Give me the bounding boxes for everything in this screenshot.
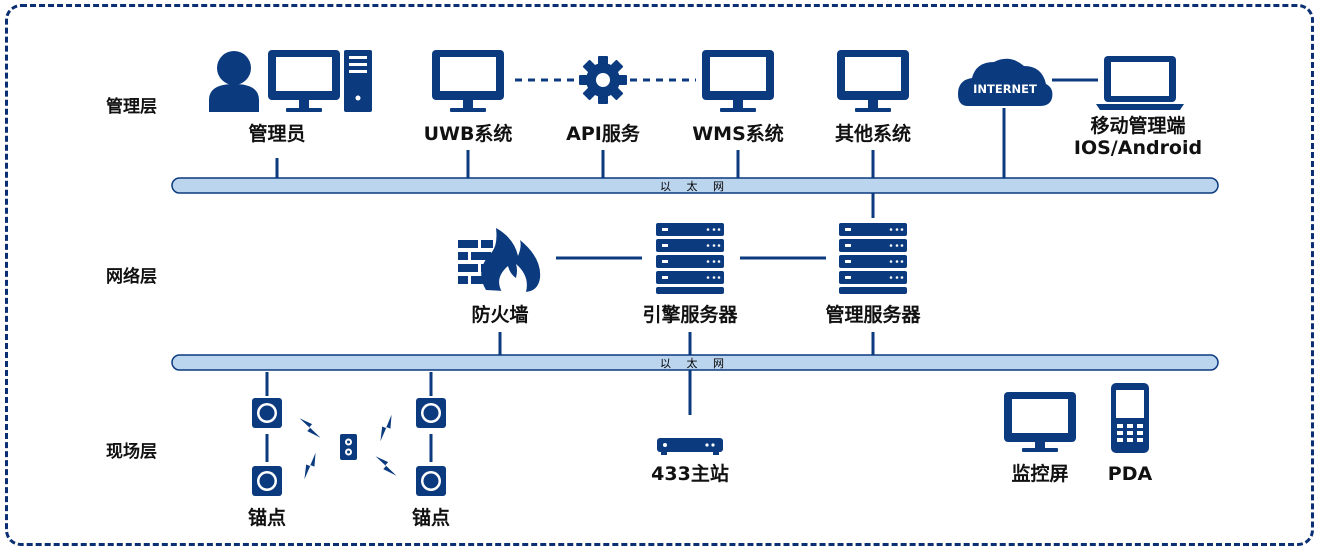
other-monitor-icon [837, 50, 909, 112]
pda-label: PDA [1108, 463, 1153, 485]
connectors [265, 78, 1098, 462]
pc-tower-icon [344, 50, 372, 112]
monitor-screen-icon [1004, 392, 1076, 452]
other-label: 其他系统 [835, 122, 911, 145]
ethernet-bus-top [171, 177, 1219, 194]
firewall-label: 防火墙 [471, 303, 528, 326]
lightning-icon [299, 418, 321, 438]
mgmt-server-icon [839, 223, 907, 294]
admin-label: 管理员 [248, 122, 305, 145]
anchor-left-label: 锚点 [248, 506, 286, 529]
ethernet-bus-top-label: 以 太 网 [660, 180, 730, 193]
desktop-monitor-icon [268, 50, 340, 112]
laptop-icon [1096, 56, 1184, 110]
master-station-label: 433主站 [651, 462, 729, 485]
ethernet-bus-bottom [171, 354, 1219, 371]
anchor-device-icon [252, 398, 282, 428]
anchor-device-icon [252, 466, 282, 496]
layer-label-field: 现场层 [106, 442, 157, 462]
lightning-icon [375, 456, 397, 476]
dashed-frame [5, 4, 1314, 546]
person-icon [209, 51, 259, 112]
engine-server-icon [656, 223, 724, 294]
router-icon [657, 438, 723, 455]
api-label: API服务 [566, 122, 641, 145]
lightning-icon [380, 414, 392, 442]
internet-label: INTERNET [973, 82, 1037, 96]
wms-label: WMS系统 [692, 122, 784, 145]
anchor-device-icon [416, 466, 446, 496]
tag-device-icon [340, 434, 357, 460]
mobile-label-line1: 移动管理端 [1090, 114, 1185, 137]
firewall-icon [458, 228, 541, 292]
anchor-right-label: 锚点 [412, 506, 450, 529]
cloud-icon: INTERNET [958, 58, 1053, 106]
uwb-monitor-icon [432, 50, 504, 112]
wms-monitor-icon [702, 50, 774, 112]
monitor-label: 监控屏 [1011, 462, 1068, 485]
anchor-device-icon [416, 398, 446, 428]
lightning-icon [304, 452, 316, 480]
admin-workstation [209, 50, 372, 112]
uwb-label: UWB系统 [424, 122, 513, 145]
pda-icon [1111, 383, 1149, 453]
mobile-label-line2: IOS/Android [1074, 137, 1202, 159]
engine-server-label: 引擎服务器 [642, 303, 738, 326]
layer-label-network: 网络层 [106, 266, 157, 287]
mgmt-server-label: 管理服务器 [825, 303, 921, 326]
ethernet-bus-bottom-label: 以 太 网 [660, 357, 730, 370]
layer-label-management: 管理层 [106, 96, 157, 117]
gear-icon [579, 56, 627, 104]
